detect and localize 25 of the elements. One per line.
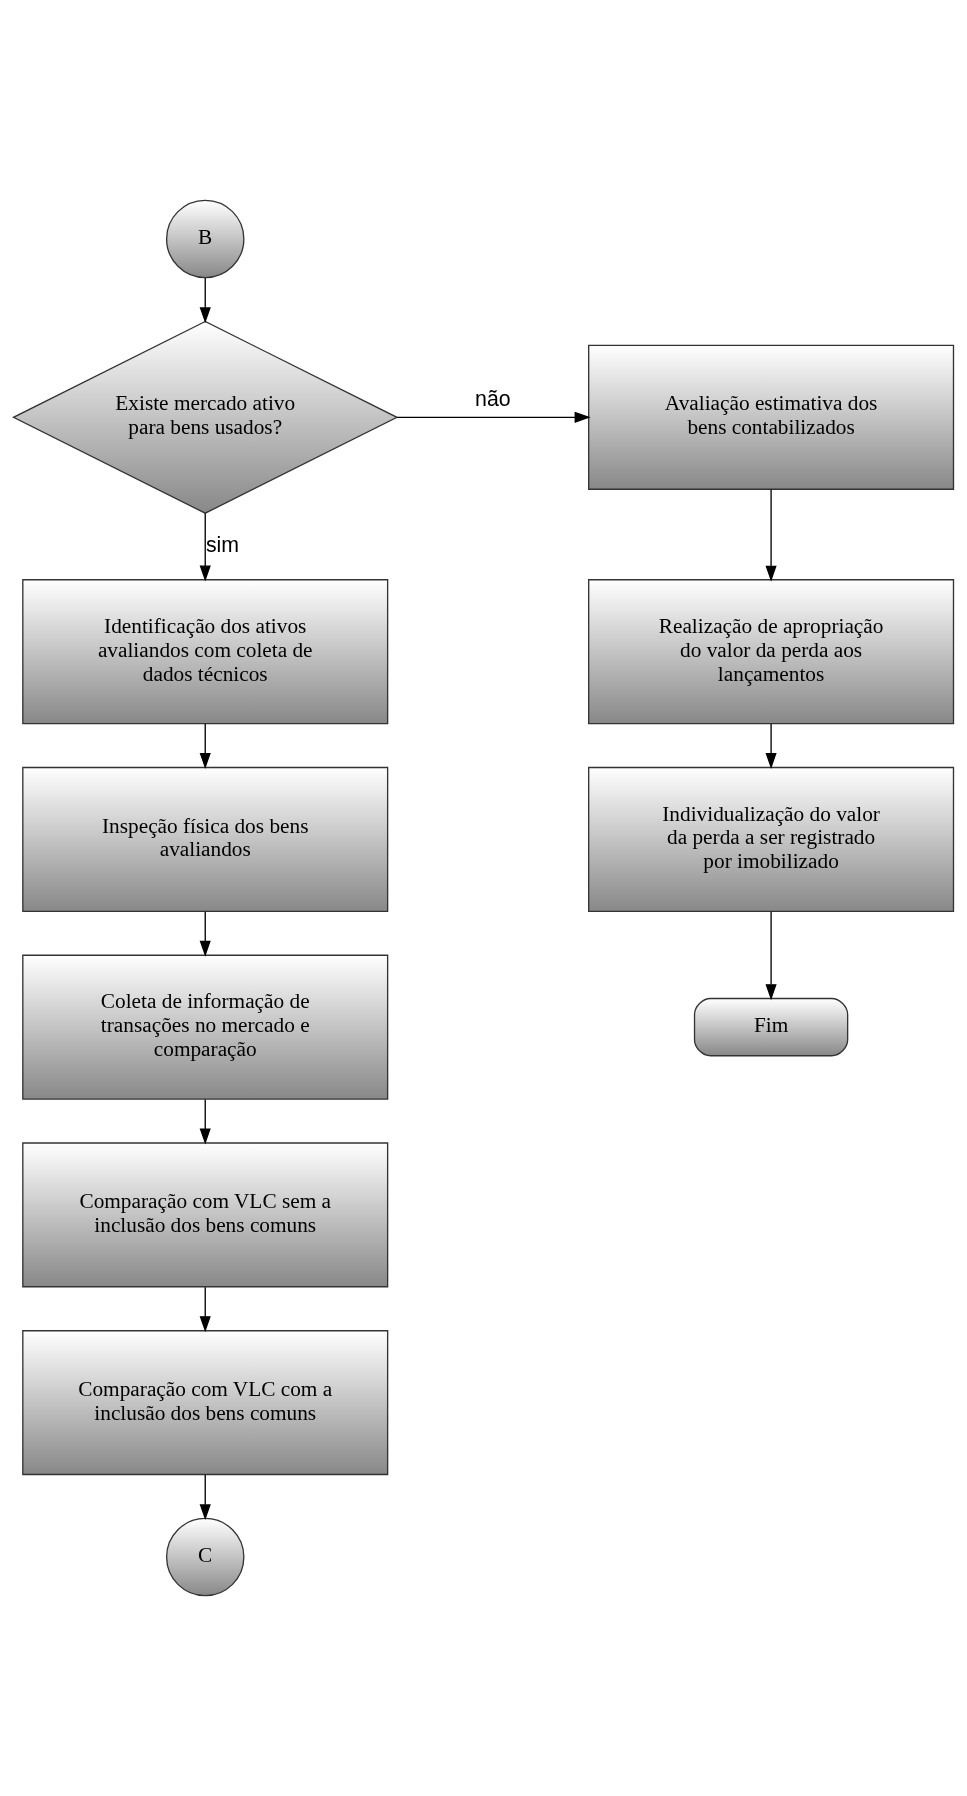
node-diamond: Existe mercado ativo para bens usados? xyxy=(12,320,399,514)
node-box: Realização de apropriação do valor da perda aos lançamentos xyxy=(588,579,955,725)
node-box: Comparação com VLC com a inclusão dos bens comuns xyxy=(22,1330,389,1476)
node-box: Coleta de informação de transações no mercado e comparação xyxy=(22,954,389,1100)
arrow xyxy=(199,1098,211,1145)
node-box: Identificação dos ativos avaliandos com coleta de dados técnicos xyxy=(22,579,389,725)
arrow xyxy=(765,911,777,1001)
node-box: Avaliação estimativa dos bens contabilizados xyxy=(588,344,955,490)
arrow xyxy=(199,512,211,582)
node-box: Individualização do valor da perda a ser registrado por imobilizado xyxy=(588,766,955,912)
arrow xyxy=(765,723,777,769)
arrow xyxy=(199,911,211,957)
node-box: Fim xyxy=(693,997,849,1057)
edge-label: não xyxy=(475,387,511,412)
node-circle: C xyxy=(165,1517,245,1597)
arrow xyxy=(396,411,591,423)
edge-label: sim xyxy=(205,532,240,557)
arrow xyxy=(199,723,211,769)
arrow xyxy=(199,1286,211,1333)
arrow xyxy=(765,488,777,582)
arrow xyxy=(199,1474,211,1521)
arrow xyxy=(199,277,211,324)
node-circle: B xyxy=(165,199,245,279)
node-box: Inspeção física dos bens avaliandos xyxy=(22,766,389,912)
node-box: Comparação com VLC sem a inclusão dos bens comuns xyxy=(22,1142,389,1288)
